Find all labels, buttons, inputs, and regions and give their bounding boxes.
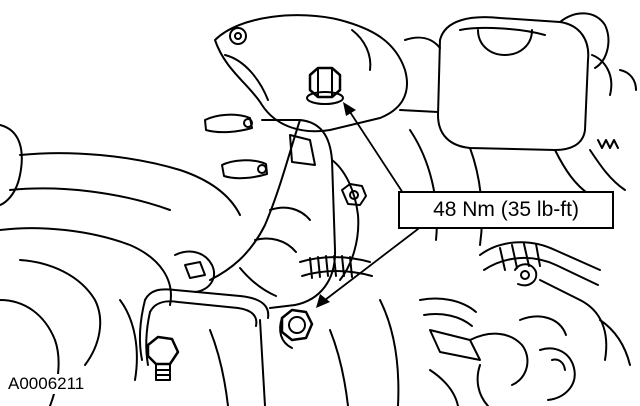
upper-mount-plate: [214, 14, 408, 133]
lower-mounting-nut: [279, 308, 314, 349]
left-housing: [0, 124, 241, 406]
figure-id-label: A0006211: [6, 374, 87, 394]
upper-mounting-nut: [306, 66, 344, 105]
side-nut: [341, 183, 367, 206]
arrowhead-lower: [316, 294, 330, 308]
lower-tube: [138, 288, 270, 366]
central-bracket: [209, 119, 360, 309]
right-lower-hose: [419, 241, 631, 406]
arrowheads: [316, 102, 356, 308]
keyhole-slots: [204, 113, 268, 180]
torque-callout: 48 Nm (35 lb-ft): [398, 191, 614, 229]
lower-bracket-foot: [174, 250, 215, 293]
small-bolt-top: [229, 27, 247, 45]
lower-structure: [209, 299, 400, 406]
corrugated-hose: [299, 255, 373, 279]
bottom-left-bolt: [146, 335, 180, 381]
torque-label: 48 Nm (35 lb-ft): [433, 198, 579, 221]
arrowhead-upper: [343, 102, 356, 116]
callout-leaders: [324, 111, 419, 301]
